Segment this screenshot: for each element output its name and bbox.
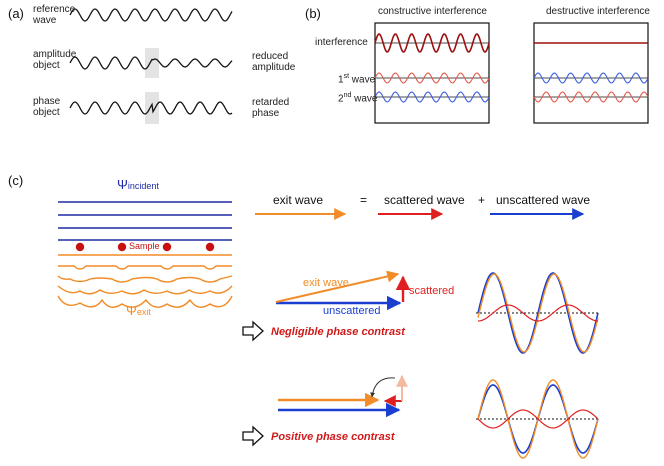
constructive-title: constructive interference bbox=[378, 6, 487, 17]
amplitude-object-wave bbox=[69, 56, 233, 70]
constructive-interference-wave bbox=[374, 33, 490, 53]
sample-label: Sample bbox=[129, 241, 160, 251]
sample-particles bbox=[75, 242, 215, 252]
psi-subscript: incident bbox=[127, 181, 159, 191]
eq-equals: = bbox=[360, 193, 368, 207]
wave2-label: 2nd wave bbox=[338, 90, 377, 104]
exit-wavefronts bbox=[57, 254, 233, 308]
interference-label: interference bbox=[315, 37, 368, 48]
constructive-box bbox=[374, 22, 490, 124]
wave1-sup: st bbox=[343, 73, 350, 80]
positive-phase-contrast-label: Positive phase contrast bbox=[271, 431, 395, 443]
label-line: phase bbox=[33, 96, 61, 107]
eq-scattered-wave: scattered wave bbox=[384, 193, 465, 207]
label-line: retarded bbox=[252, 97, 290, 108]
panel-b-tag: (b) bbox=[305, 6, 321, 21]
panel-c-tag: (c) bbox=[8, 173, 24, 188]
reference-wave bbox=[69, 8, 233, 22]
v1-unscattered-label: unscattered bbox=[323, 305, 381, 317]
phase-object-wave bbox=[69, 101, 233, 115]
label-line: wave bbox=[33, 15, 57, 26]
destructive-box bbox=[533, 22, 649, 124]
label-line: object bbox=[33, 107, 60, 118]
label-line: phase bbox=[252, 108, 280, 119]
plot1-scattered-wave bbox=[477, 304, 599, 322]
reference-wave-label: reference wave bbox=[33, 4, 75, 26]
plot2-scattered-wave bbox=[477, 409, 599, 429]
destructive-title: destructive interference bbox=[546, 6, 650, 17]
wave2-sup: nd bbox=[343, 92, 352, 99]
incident-wavefronts bbox=[58, 201, 232, 241]
negligible-phase-contrast-label: Negligible phase contrast bbox=[271, 326, 405, 338]
amplitude-object-patch bbox=[145, 48, 159, 78]
label-line: amplitude bbox=[252, 62, 296, 73]
wave1-num: 1 bbox=[338, 74, 344, 86]
wave2-word: wave bbox=[351, 93, 378, 105]
psi-symbol: Ψ bbox=[126, 303, 137, 318]
psi-incident-label: Ψincident bbox=[117, 177, 159, 192]
v1-exit-arrow bbox=[275, 270, 400, 303]
constructive-wave2 bbox=[374, 91, 490, 103]
label-line: object bbox=[33, 60, 60, 71]
destructive-wave2 bbox=[533, 91, 649, 103]
hollow-right-arrow-icon bbox=[242, 425, 264, 447]
label-line: amplitude bbox=[33, 49, 77, 60]
amplitude-object-label: amplitude object bbox=[33, 49, 76, 71]
phase-object-label: phase object bbox=[33, 96, 60, 118]
reduced-amplitude-label: reduced amplitude bbox=[252, 51, 295, 73]
psi-symbol: Ψ bbox=[117, 177, 128, 192]
psi-exit-label: Ψexit bbox=[126, 303, 151, 318]
panel-a-tag: (a) bbox=[8, 6, 24, 21]
v1-scattered-label: scattered bbox=[409, 285, 455, 297]
destructive-wave1 bbox=[533, 72, 649, 84]
hollow-right-arrow-icon bbox=[242, 320, 264, 342]
wave2-num: 2 bbox=[338, 93, 344, 105]
label-line: reference bbox=[33, 4, 76, 15]
plot1-exit-wave bbox=[477, 273, 599, 353]
wave1-label: 1st wave bbox=[338, 71, 375, 85]
eq-exit-wave: exit wave bbox=[273, 193, 324, 207]
v1-exit-label: exit wave bbox=[303, 277, 349, 289]
eq-plus: + bbox=[478, 193, 486, 207]
v2-rotation-arrow bbox=[370, 377, 396, 398]
psi-subscript: exit bbox=[136, 307, 151, 317]
retarded-phase-label: retarded phase bbox=[252, 97, 289, 119]
wave1-word: wave bbox=[349, 74, 376, 86]
constructive-wave1 bbox=[374, 72, 490, 84]
label-line: reduced bbox=[252, 51, 289, 62]
eq-unscattered-wave: unscattered wave bbox=[496, 193, 591, 207]
